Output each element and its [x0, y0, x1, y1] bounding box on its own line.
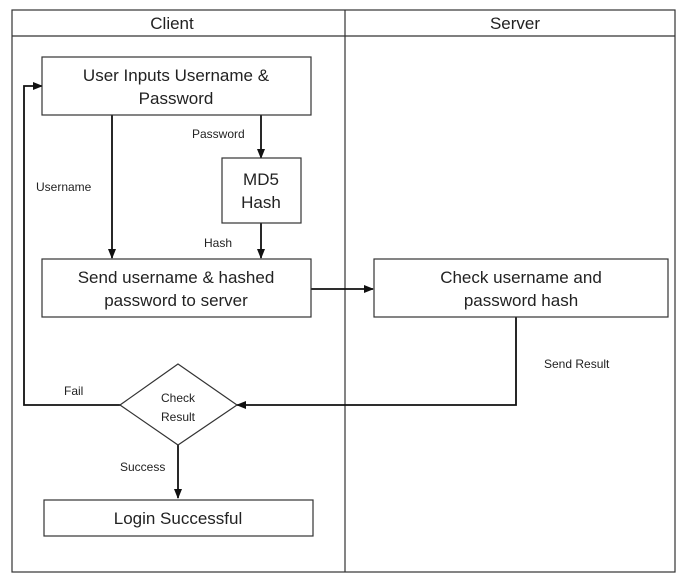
swimlane-border	[11, 9, 676, 573]
node-check-result-diamond	[118, 363, 239, 446]
edges	[23, 82, 517, 499]
node-check-result: Check Result	[118, 363, 239, 446]
node-send-credentials-line-1: Send username & hashed	[78, 268, 275, 287]
lane-title-client: Client	[150, 14, 194, 33]
node-md5-hash-box	[221, 157, 302, 224]
node-login-success-label: Login Successful	[114, 509, 243, 528]
edge-fail	[23, 82, 121, 406]
edge-labels: Password Username Hash Send Result Fail …	[36, 127, 610, 474]
edge-label-password: Password	[192, 127, 245, 141]
node-user-inputs-line-1: User Inputs Username &	[83, 66, 270, 85]
node-check-hash-line-1: Check username and	[440, 268, 602, 287]
node-check-hash-box	[373, 258, 669, 318]
node-send-credentials: Send username & hashed password to serve…	[41, 258, 312, 318]
edge-label-username: Username	[36, 180, 92, 194]
node-md5-hash-line-2: Hash	[241, 193, 281, 212]
node-send-credentials-box	[41, 258, 312, 318]
node-check-hash-line-2: password hash	[464, 291, 578, 310]
edge-label-hash: Hash	[204, 236, 232, 250]
edge-label-fail: Fail	[64, 384, 83, 398]
node-login-success-box	[43, 499, 314, 537]
node-user-inputs-line-2: Password	[139, 89, 214, 108]
node-send-credentials-line-2: password to server	[104, 291, 248, 310]
edge-send-result	[236, 317, 517, 409]
edge-label-send-result: Send Result	[544, 357, 610, 371]
node-md5-hash: MD5 Hash	[221, 157, 302, 224]
swimlane-frame: Client Server	[11, 9, 676, 573]
node-user-inputs-box	[41, 56, 312, 116]
node-md5-hash-line-1: MD5	[243, 170, 279, 189]
node-check-result-line-1: Check	[161, 391, 196, 405]
node-user-inputs: User Inputs Username & Password	[41, 56, 312, 116]
node-check-hash: Check username and password hash	[373, 258, 669, 318]
node-check-result-line-2: Result	[161, 410, 196, 424]
edge-label-success: Success	[120, 460, 165, 474]
lane-title-server: Server	[490, 14, 540, 33]
node-login-success: Login Successful	[43, 499, 314, 537]
